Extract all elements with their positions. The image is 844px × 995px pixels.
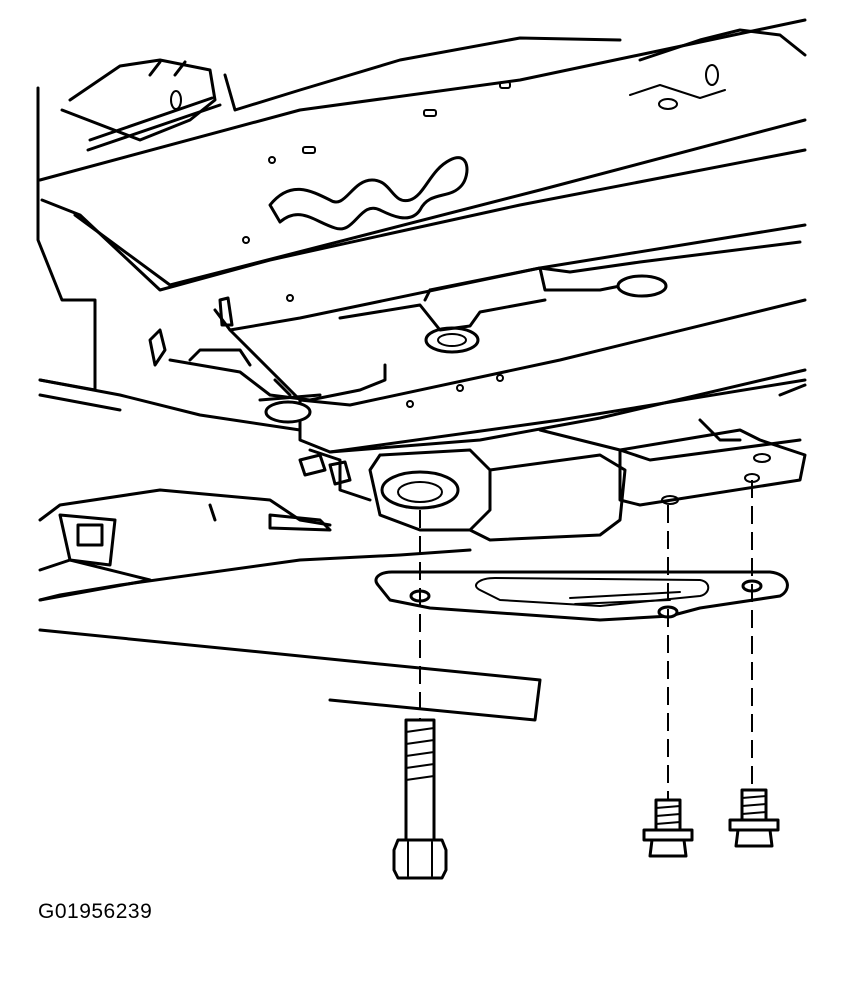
figure-id-label: G01956239 [38, 900, 153, 923]
frame-crossmember [38, 223, 807, 454]
long-bolt [392, 718, 448, 880]
lower-frame-rail [38, 488, 542, 722]
vehicle-floor-pan [36, 18, 807, 408]
transmission-mount [298, 383, 807, 542]
mount-plate [374, 570, 789, 622]
short-bolt-2 [728, 788, 780, 848]
alignment-lines [419, 480, 753, 800]
short-bolt-1 [642, 798, 694, 858]
